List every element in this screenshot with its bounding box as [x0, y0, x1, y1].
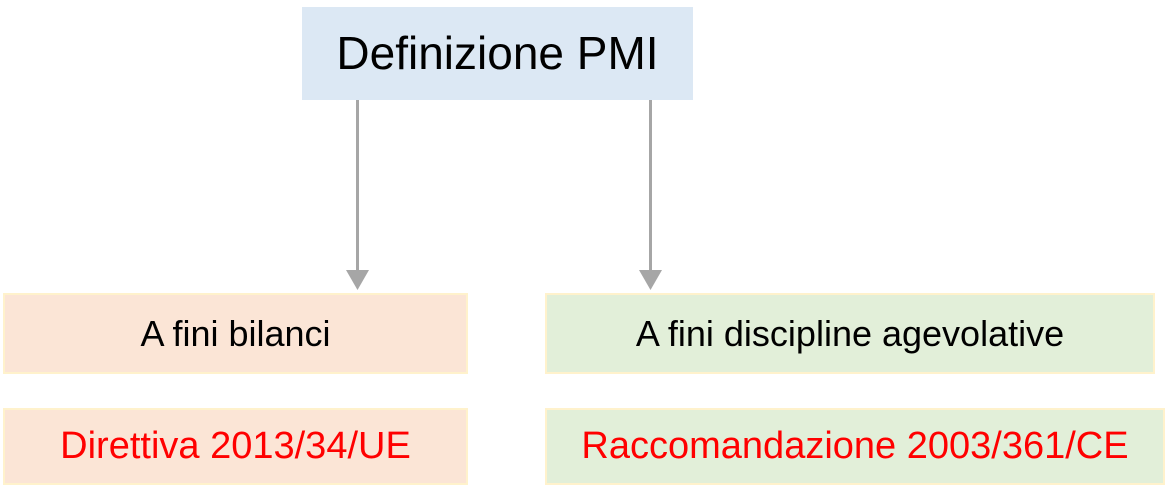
node-a-fini-bilanci: A fini bilanci	[3, 293, 468, 374]
node-definizione-pmi: Definizione PMI	[302, 7, 693, 100]
node-definizione-pmi-label: Definizione PMI	[336, 27, 659, 80]
arrow-down-left-icon	[346, 100, 369, 290]
node-a-fini-discipline-agevolative-label: A fini discipline agevolative	[635, 312, 1065, 354]
node-direttiva-label: Direttiva 2013/34/UE	[60, 424, 411, 467]
arrow-down-right-icon	[639, 100, 662, 290]
node-direttiva: Direttiva 2013/34/UE	[3, 408, 468, 485]
node-raccomandazione-label: Raccomandazione 2003/361/CE	[581, 424, 1129, 467]
node-a-fini-discipline-agevolative: A fini discipline agevolative	[545, 293, 1155, 374]
node-raccomandazione: Raccomandazione 2003/361/CE	[545, 408, 1165, 485]
node-a-fini-bilanci-label: A fini bilanci	[140, 312, 331, 354]
